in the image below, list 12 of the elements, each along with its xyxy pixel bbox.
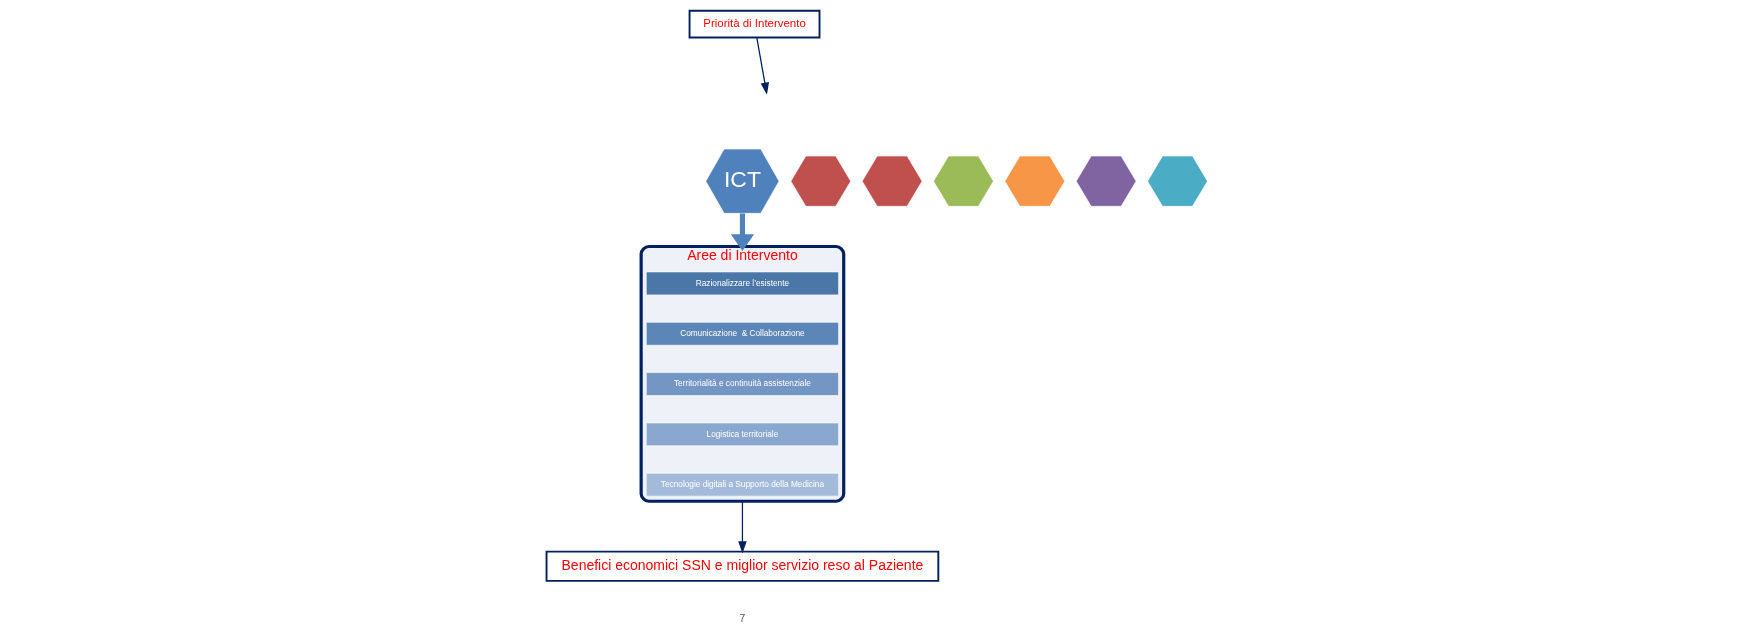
node-hexagon (861, 155, 922, 207)
node-hexagon (1004, 155, 1065, 207)
arrow (755, 36, 769, 95)
node-hexagon (1146, 155, 1208, 207)
node-hexagon (790, 155, 851, 207)
arrow (730, 213, 754, 251)
arrow (737, 500, 747, 554)
node-box: Priorità di Intervento (688, 9, 820, 39)
node-hexagon (932, 155, 994, 207)
label: 7 (739, 613, 745, 625)
node-box: Benefici economici SSN e miglior servizio reso al Paziente (545, 550, 939, 582)
node-hexagon (1075, 155, 1136, 207)
